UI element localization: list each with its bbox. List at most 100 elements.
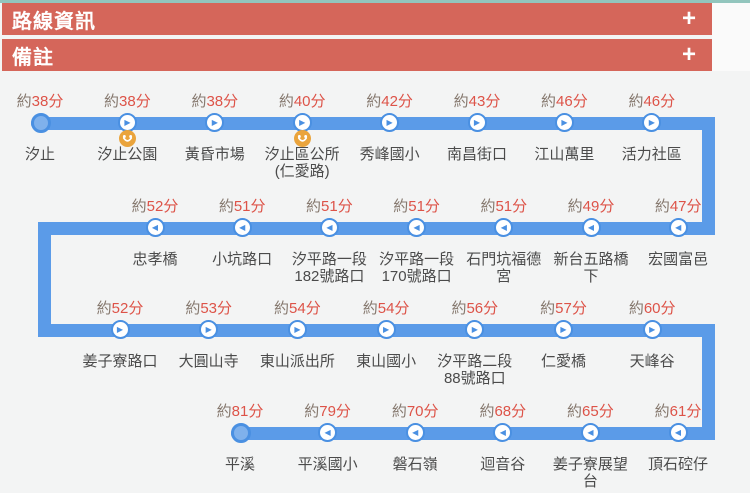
stop-name: 秀峰國小 — [359, 146, 420, 163]
route-stop: 約60分 ▶ 天峰谷 — [597, 300, 707, 390]
time-prefix: 約 — [393, 198, 409, 215]
time-value: 43分 — [468, 93, 501, 110]
stop-name: 石門坑福德 宮 — [466, 251, 542, 285]
stop-name: 汐止 — [24, 146, 55, 163]
accordion-notes[interactable]: 備註 + — [2, 39, 712, 71]
travel-time-label: 約57分 — [509, 300, 619, 318]
time-prefix: 約 — [541, 93, 557, 110]
travel-time-label: 約70分 — [360, 403, 470, 421]
travel-time-label: 約56分 — [420, 300, 530, 318]
time-value: 53分 — [200, 300, 233, 317]
stop-name: 汐止區公所 (仁愛路) — [264, 146, 340, 180]
time-value: 51分 — [495, 198, 528, 215]
arrow-left-stop-icon: ◀ — [580, 423, 600, 442]
stop-name: 汐平路一段 182號路口 — [291, 251, 367, 285]
stop-name: 宏國富邑 — [648, 251, 709, 268]
time-prefix: 約 — [16, 93, 32, 110]
time-prefix: 約 — [453, 93, 469, 110]
arrow-right-stop-icon: ▶ — [199, 320, 219, 339]
arrow-right-stop-icon: ▶ — [554, 320, 573, 339]
route-stop: 約51分 ◀ 石門坑福德 宮 — [449, 198, 559, 288]
arrow-left-stop-icon: ◀ — [405, 423, 425, 442]
stop-name: 新台五路橋 下 — [553, 251, 629, 285]
stop-name: 東山國小 — [356, 353, 417, 370]
route-stop: 約40分▶汐止區公所 (仁愛路) — [247, 93, 357, 183]
accordion-route-info[interactable]: 路線資訊 + — [2, 3, 712, 35]
route-stop: 約38分▶汐止公園 — [72, 93, 182, 183]
arrow-left-stop-icon: ◀ — [407, 218, 427, 237]
youbike-icon — [118, 130, 136, 147]
time-value: 54分 — [377, 300, 410, 317]
stop-name: 東山派出所 — [259, 353, 335, 370]
arrow-right-stop-icon: ▶ — [467, 113, 487, 132]
plus-icon[interactable]: + — [681, 41, 696, 68]
time-value: 56分 — [466, 300, 499, 317]
travel-time-label: 約51分 — [362, 198, 472, 216]
time-prefix: 約 — [391, 403, 407, 420]
time-value: 42分 — [381, 93, 413, 110]
route-stop: 約56分▶汐平路二段 88號路口 — [420, 300, 530, 390]
route-stop: 約46分▶活力社區 — [597, 93, 707, 183]
stop-name: 汐平路一段 170號路口 — [379, 251, 455, 285]
travel-time-label: 約47分 — [623, 198, 733, 216]
route-stop: 約42分▶秀峰國小 — [335, 93, 445, 183]
time-value: 54分 — [289, 300, 321, 317]
route-line-segment — [702, 324, 715, 440]
top-accent-strip — [0, 0, 750, 3]
arrow-right-stop-icon: ▶ — [376, 320, 396, 339]
time-prefix: 約 — [304, 403, 320, 420]
time-prefix: 約 — [628, 300, 644, 317]
stop-name: 平溪 — [224, 456, 255, 473]
travel-time-label: 約61分 — [623, 403, 733, 421]
travel-time-label: 約51分 — [187, 198, 297, 216]
time-prefix: 約 — [185, 300, 201, 317]
stop-name: 忠孝橋 — [132, 251, 178, 268]
arrow-right-stop-icon: ▶ — [110, 320, 130, 339]
time-prefix: 約 — [480, 198, 496, 215]
travel-time-label: 約38分 — [72, 93, 182, 111]
time-prefix: 約 — [567, 198, 583, 215]
top-right-margin — [712, 3, 750, 71]
time-value: 60分 — [643, 300, 676, 317]
arrow-left-stop-icon: ◀ — [232, 218, 252, 237]
arrow-right-stop-icon: ▶ — [554, 113, 574, 132]
time-value: 81分 — [231, 403, 264, 420]
route-stop: 約51分 ◀ 汐平路一段 170號路口 — [362, 198, 472, 288]
route-line-segment — [31, 117, 715, 130]
route-stop: 約57分▶仁愛橋 — [509, 300, 619, 390]
time-value: 38分 — [31, 93, 64, 110]
time-prefix: 約 — [362, 300, 378, 317]
arrow-right-stop-icon: ▶ — [642, 113, 662, 132]
route-stop: 約49分◀新台五路橋 下 — [536, 198, 646, 288]
stop-name: 頂石硿仔 — [647, 456, 708, 473]
travel-time-label: 約60分 — [597, 300, 707, 318]
arrow-left-stop-icon: ◀ — [493, 423, 513, 442]
stop-name: 黃昏市場 — [184, 146, 245, 163]
time-value: 38分 — [119, 93, 151, 110]
youbike-icon — [293, 130, 311, 147]
route-stop: 約65分◀姜子寮展望 台 — [535, 403, 645, 493]
terminal-stop-icon — [230, 423, 251, 443]
stop-name: 天峰谷 — [629, 353, 675, 370]
travel-time-label: 約38分 — [160, 93, 270, 111]
stop-name: 大圓山寺 — [178, 353, 239, 370]
arrow-right-stop-icon: ▶ — [287, 320, 307, 339]
time-prefix: 約 — [96, 300, 112, 317]
stop-name: 汐平路二段 88號路口 — [437, 353, 513, 387]
route-stop: 約54分▶東山派出所 — [242, 300, 352, 390]
route-line-segment — [38, 222, 51, 337]
travel-time-label: 約68分 — [448, 403, 558, 421]
arrow-left-stop-icon: ◀ — [494, 218, 514, 237]
stop-name: 迴音谷 — [480, 456, 526, 473]
travel-time-label: 約53分 — [154, 300, 264, 318]
time-value: 47分 — [669, 198, 702, 215]
travel-time-label: 約65分 — [535, 403, 645, 421]
route-map: 約38分汐止約38分▶汐止公園約38分▶黃昏市場約40分▶汐止區公所 (仁愛路)… — [0, 71, 750, 490]
arrow-right-stop-icon: ▶ — [642, 320, 662, 339]
time-prefix: 約 — [218, 198, 234, 215]
travel-time-label: 約42分 — [335, 93, 445, 111]
time-value: 51分 — [408, 198, 440, 215]
plus-icon[interactable]: + — [681, 5, 696, 32]
stop-name: 活力社區 — [621, 146, 682, 163]
arrow-left-stop-icon: ◀ — [319, 218, 339, 237]
